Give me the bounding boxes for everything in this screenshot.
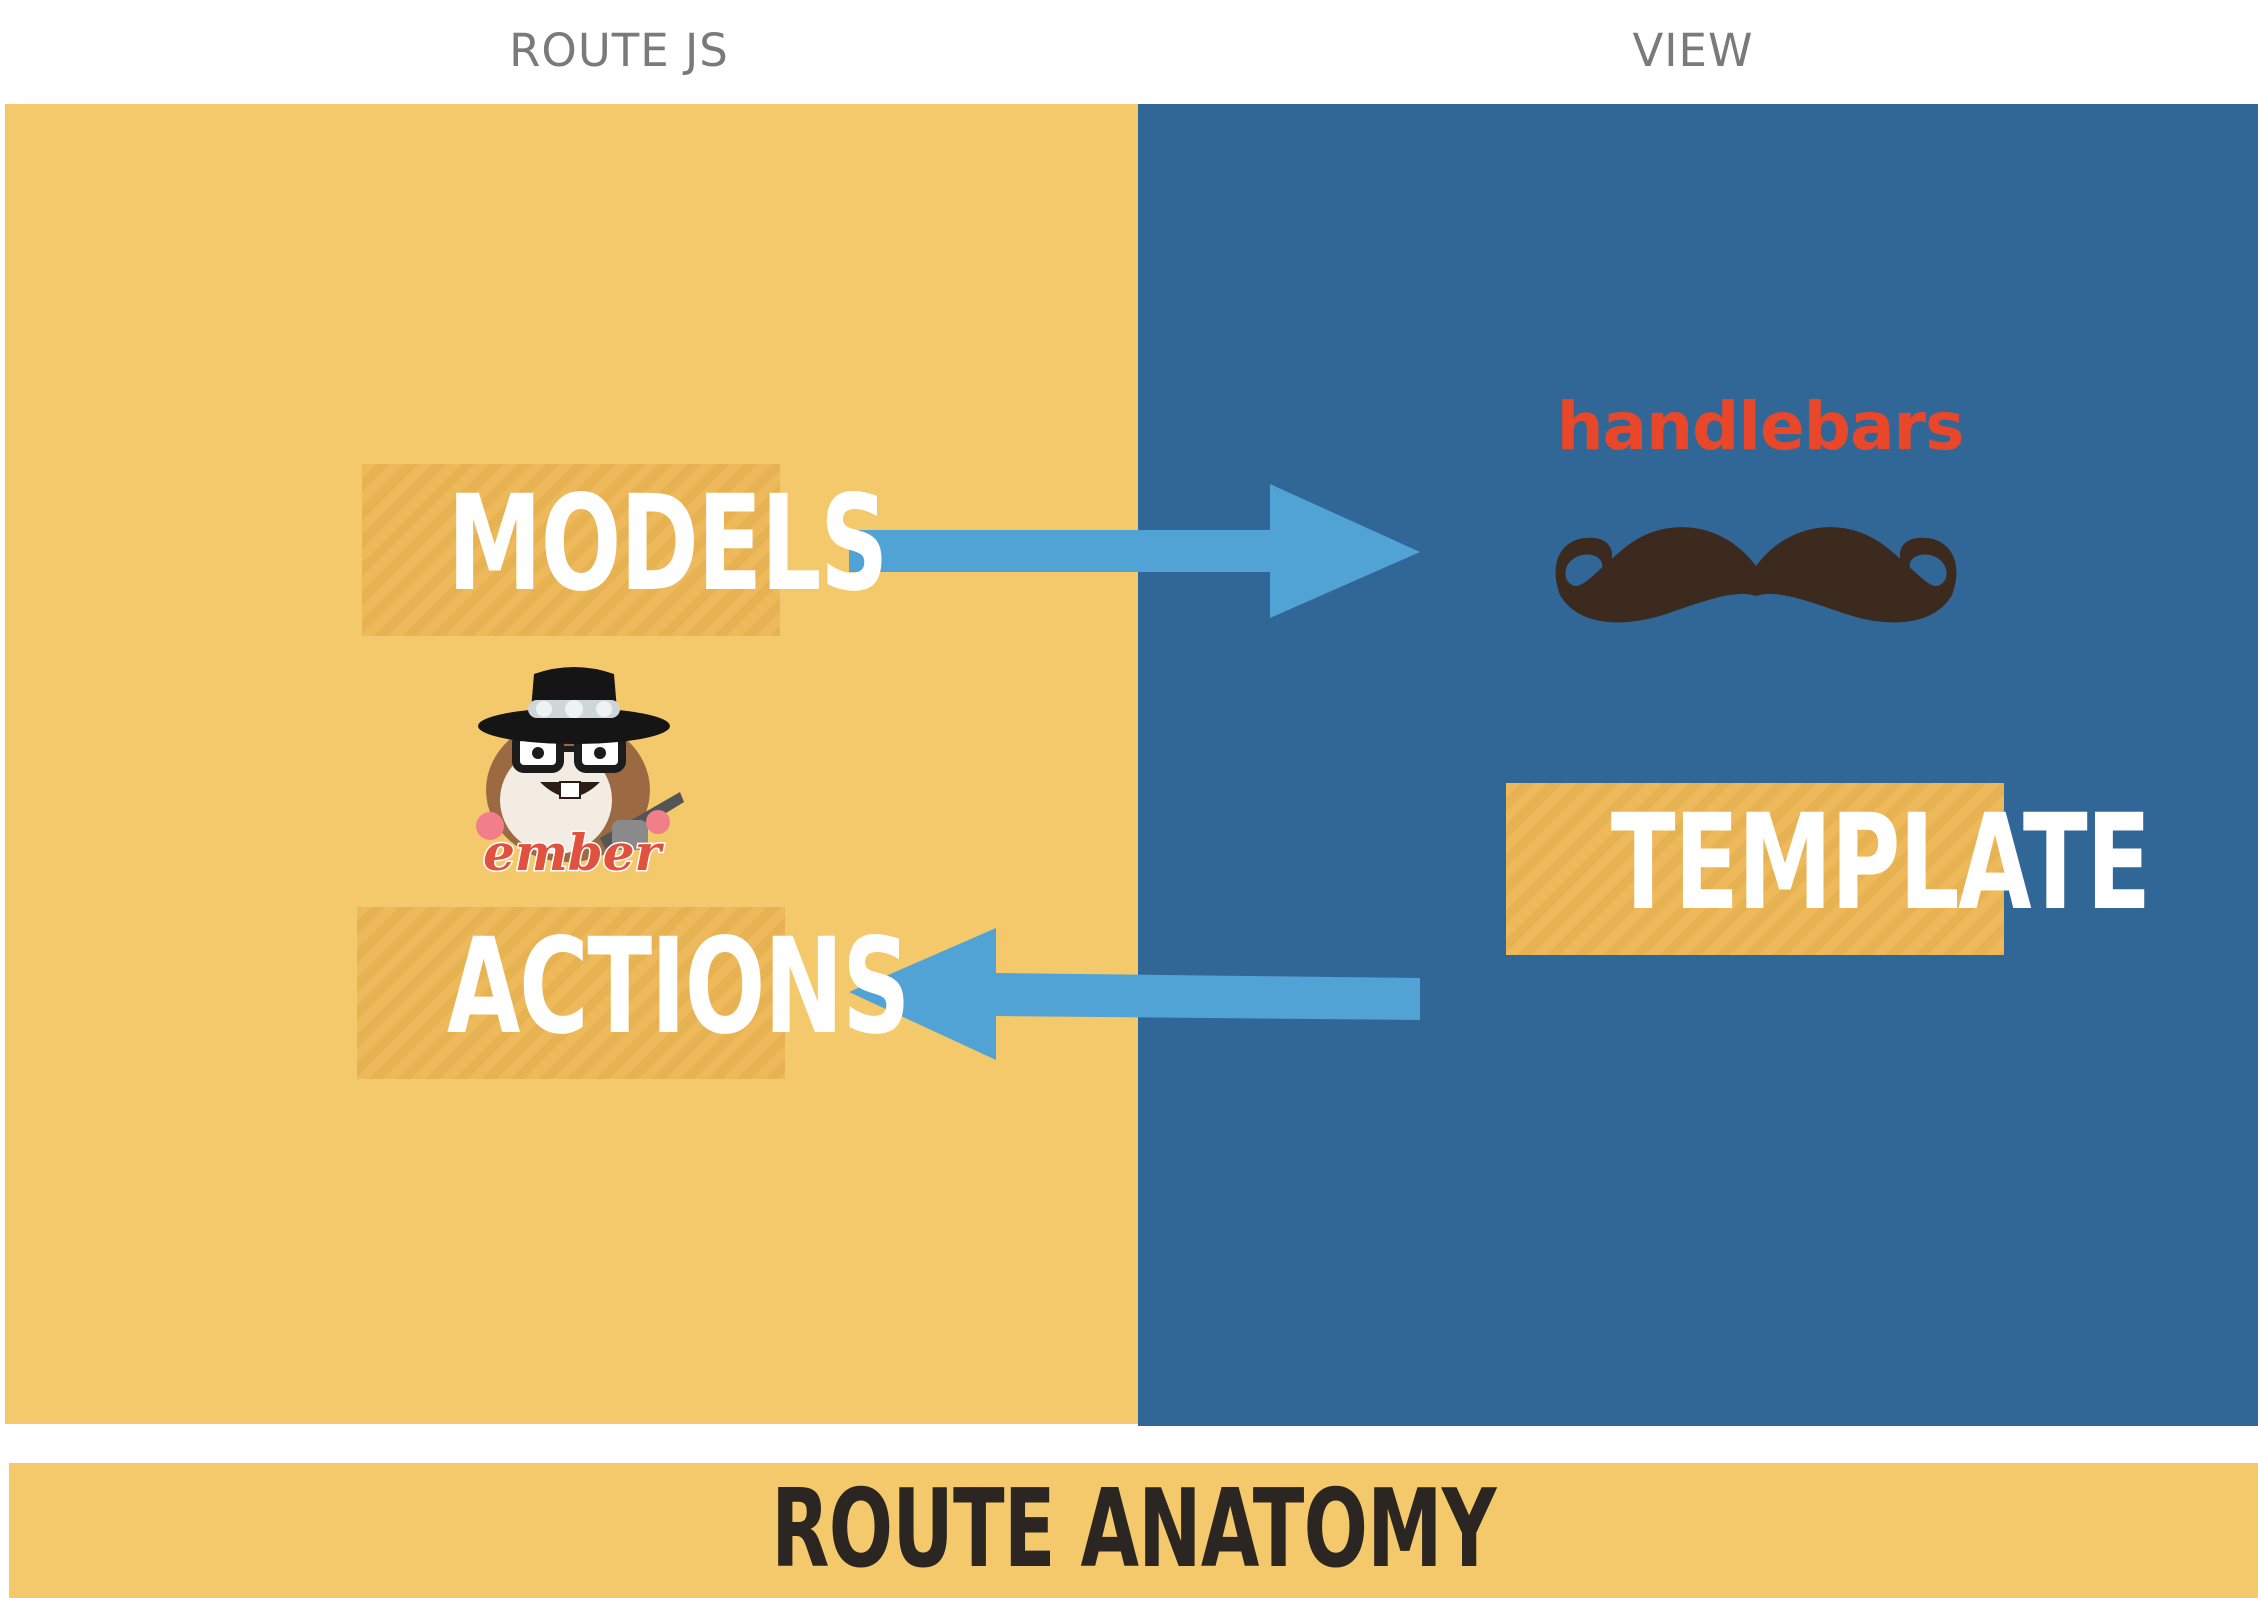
models-label: MODELS	[447, 467, 888, 621]
mascot-pupil-right	[594, 747, 606, 759]
mascot-pupil-left	[532, 747, 544, 759]
mascot-hand-right	[646, 810, 670, 834]
view-panel	[1138, 104, 2258, 1426]
mascot-hat-bead-1	[536, 701, 552, 717]
mustache-shape	[1555, 527, 1957, 623]
mascot-glasses-bridge	[558, 746, 580, 752]
ember-wordmark: ember	[483, 823, 664, 882]
mascot-teeth	[559, 781, 581, 799]
mascot-hat-brim	[478, 708, 670, 744]
mascot-hat-bead-3	[596, 701, 612, 717]
models-box: MODELS	[362, 464, 888, 636]
mascot-guitar-body	[612, 820, 648, 850]
mascot-hand-left	[476, 812, 504, 840]
actions-box: ACTIONS	[357, 907, 911, 1079]
view-column-label: VIEW	[1632, 24, 1754, 77]
mascot-hat-bead-2	[565, 700, 583, 718]
template-box: TEMPLATE	[1506, 783, 2151, 955]
arrow-models-to-template	[849, 484, 1420, 618]
handlebars-logo: handlebars	[1556, 388, 1965, 465]
route-js-column-label: ROUTE JS	[509, 24, 729, 77]
footer-bar: ROUTE ANATOMY	[9, 1463, 2258, 1598]
template-label: TEMPLATE	[1610, 786, 2151, 940]
actions-label: ACTIONS	[446, 910, 911, 1064]
arrow-template-to-actions	[849, 928, 1420, 1060]
slide-title: ROUTE ANATOMY	[771, 1467, 1496, 1592]
